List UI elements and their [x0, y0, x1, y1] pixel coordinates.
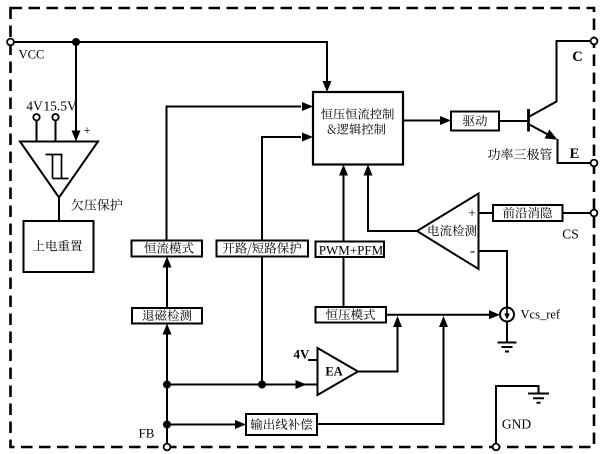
svg-text:4V: 4V — [294, 347, 311, 362]
svg-text:Vcs_ref: Vcs_ref — [521, 308, 561, 322]
svg-text:GND: GND — [502, 417, 531, 432]
svg-text:CS: CS — [562, 227, 579, 242]
svg-text:VCC: VCC — [19, 48, 45, 62]
svg-text:15.5V: 15.5V — [43, 99, 77, 114]
svg-text:4V: 4V — [26, 99, 43, 114]
svg-text:EA: EA — [325, 365, 342, 379]
svg-text:PWM+PFM: PWM+PFM — [319, 243, 384, 258]
svg-text:E: E — [570, 146, 580, 162]
svg-text:C: C — [572, 49, 582, 65]
svg-text:FB: FB — [139, 426, 155, 441]
svg-text:+: + — [468, 206, 476, 221]
svg-text:+: + — [83, 123, 90, 138]
svg-text:-: - — [470, 244, 475, 260]
